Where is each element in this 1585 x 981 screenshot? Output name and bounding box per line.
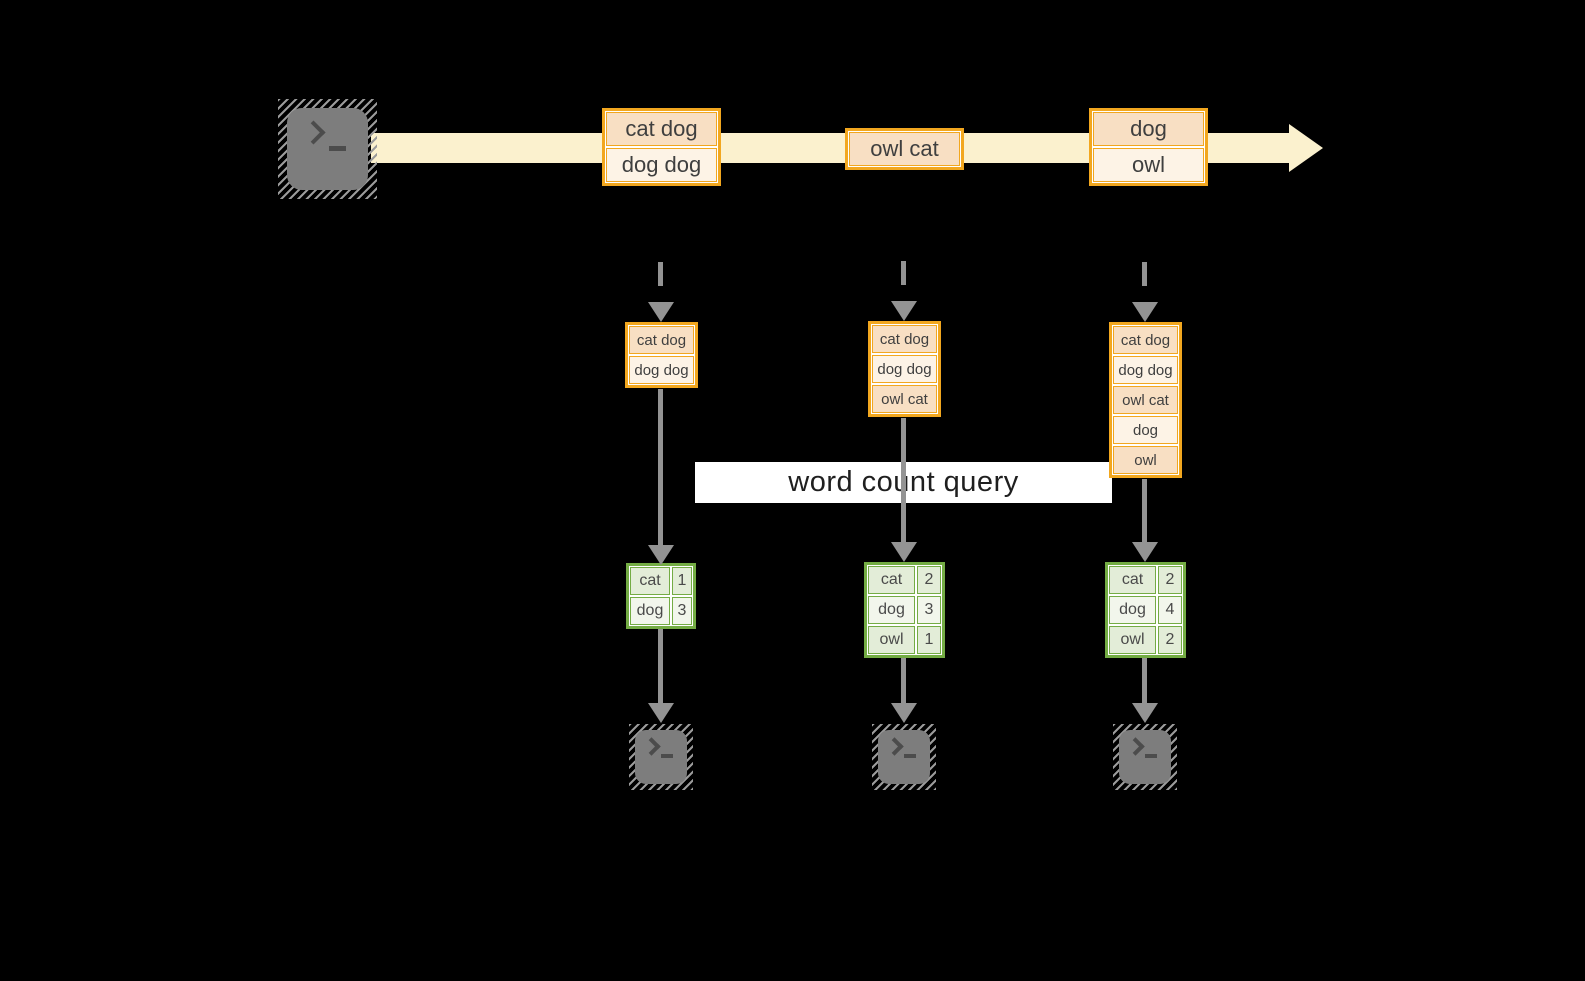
word-cell: dog bbox=[868, 596, 915, 624]
prompt-chevron-icon bbox=[642, 737, 661, 756]
word-cell: cat bbox=[630, 567, 670, 595]
record-row: owl cat bbox=[849, 132, 960, 166]
prompt-underscore-icon bbox=[904, 754, 916, 758]
word-cell: owl bbox=[1109, 626, 1156, 654]
record-row: dog bbox=[1093, 112, 1204, 146]
output-terminal-icon-2 bbox=[872, 724, 936, 790]
record-row: dog dog bbox=[872, 355, 937, 383]
word-cell: dog bbox=[1109, 596, 1156, 624]
word-cell: cat bbox=[868, 566, 915, 594]
record-row: owl bbox=[1113, 446, 1178, 474]
prompt-underscore-icon bbox=[1145, 754, 1157, 758]
prompt-underscore-icon bbox=[661, 754, 673, 758]
record-row: owl cat bbox=[1113, 386, 1178, 414]
count-cell: 3 bbox=[917, 596, 941, 624]
record-row: dog dog bbox=[606, 148, 717, 182]
terminal-screen bbox=[287, 108, 368, 190]
record-row: owl bbox=[1093, 148, 1204, 182]
count-cell: 2 bbox=[1158, 626, 1182, 654]
word-cell: owl bbox=[868, 626, 915, 654]
count-cell: 3 bbox=[672, 597, 692, 625]
prompt-chevron-icon bbox=[301, 120, 326, 145]
terminal-screen bbox=[635, 730, 687, 784]
record-row: dog dog bbox=[629, 356, 694, 384]
record-row: owl cat bbox=[872, 385, 937, 413]
count-cell: 2 bbox=[1158, 566, 1182, 594]
terminal-screen bbox=[878, 730, 930, 784]
prompt-chevron-icon bbox=[1126, 737, 1145, 756]
dashed-arrow-1 bbox=[648, 262, 674, 322]
count-cell: 1 bbox=[672, 567, 692, 595]
stream-arrowhead bbox=[1289, 124, 1323, 172]
word-cell: cat bbox=[1109, 566, 1156, 594]
dashed-arrow-3 bbox=[1132, 262, 1158, 322]
stream-batch-2: owl cat bbox=[845, 128, 964, 170]
count-cell: 2 bbox=[917, 566, 941, 594]
source-terminal-icon bbox=[278, 99, 377, 199]
record-row: cat dog bbox=[629, 326, 694, 354]
count-cell: 1 bbox=[917, 626, 941, 654]
prompt-chevron-icon bbox=[885, 737, 904, 756]
output-terminal-icon-1 bbox=[629, 724, 693, 790]
output-terminal-icon-3 bbox=[1113, 724, 1177, 790]
terminal-screen bbox=[1119, 730, 1171, 784]
record-row: cat dog bbox=[872, 325, 937, 353]
word-cell: dog bbox=[630, 597, 670, 625]
record-row: dog bbox=[1113, 416, 1178, 444]
record-row: dog dog bbox=[1113, 356, 1178, 384]
prompt-underscore-icon bbox=[329, 146, 346, 151]
dashed-arrow-2 bbox=[891, 261, 917, 321]
record-row: cat dog bbox=[1113, 326, 1178, 354]
count-cell: 4 bbox=[1158, 596, 1182, 624]
record-row: cat dog bbox=[606, 112, 717, 146]
